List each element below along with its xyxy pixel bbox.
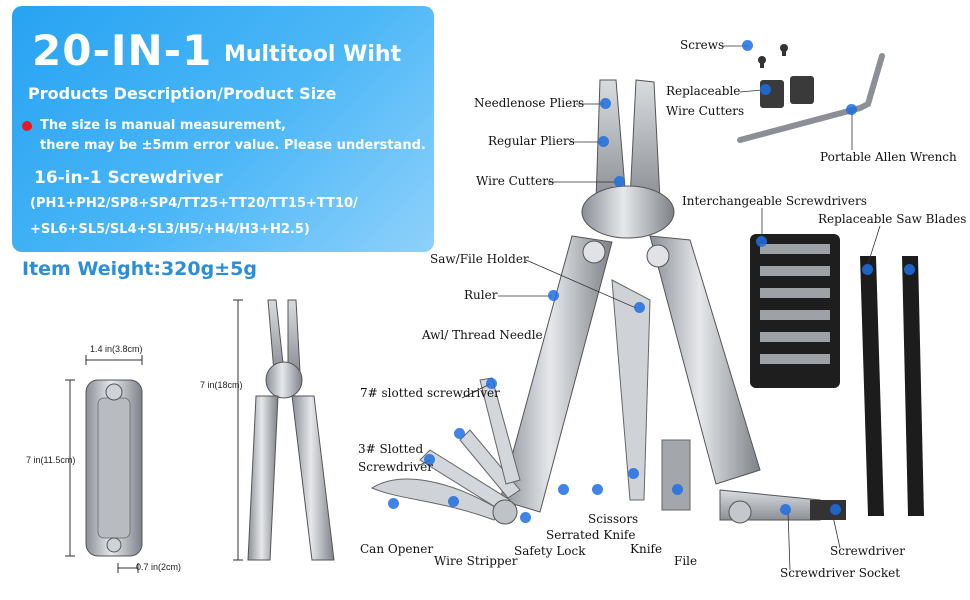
marker-ruler bbox=[548, 290, 559, 301]
marker-file bbox=[672, 484, 683, 495]
label-slotted7: 7# slotted screwdriver bbox=[360, 386, 500, 400]
label-safety-lock: Safety Lock bbox=[514, 544, 586, 558]
marker-scissors bbox=[592, 484, 603, 495]
marker-saw-2 bbox=[904, 264, 915, 275]
label-replaceable: Replaceable bbox=[666, 84, 741, 98]
folded-tool-image bbox=[85, 379, 143, 557]
label-saw-blades: Replaceable Saw Blades bbox=[818, 212, 967, 226]
marker-screwdriver bbox=[830, 504, 841, 515]
open-tool-image bbox=[247, 299, 335, 561]
label-replaceable-2: Wire Cutters bbox=[666, 104, 745, 118]
marker-needlenose bbox=[600, 98, 611, 109]
dimension-lines-folded bbox=[65, 355, 143, 573]
note-line-1: The size is manual measurement, bbox=[40, 118, 286, 133]
marker-knife bbox=[628, 468, 639, 479]
bit-holder-image bbox=[750, 234, 840, 388]
label-knife: Knife bbox=[630, 542, 663, 556]
main-multitool-image bbox=[370, 79, 846, 525]
label-saw-holder: Saw/File Holder bbox=[430, 252, 529, 266]
screwdriver-heading: 16-in-1 Screwdriver bbox=[34, 168, 223, 188]
label-screws: Screws bbox=[680, 38, 725, 52]
leader-lines bbox=[417, 45, 881, 571]
marker-allen bbox=[846, 104, 857, 115]
label-interchangeable-screwdrivers: Interchangeable Screwdrivers bbox=[682, 194, 867, 208]
label-wire-stripper: Wire Stripper bbox=[434, 554, 518, 568]
label-screwdriver-socket: Screwdriver Socket bbox=[780, 566, 901, 580]
title-main: 20-IN-1 bbox=[32, 26, 213, 75]
dim-folded-width: 1.4 in(3.8cm) bbox=[90, 344, 143, 354]
marker-saw bbox=[862, 264, 873, 275]
marker-slotted3 bbox=[424, 454, 435, 465]
marker-screws bbox=[742, 40, 753, 51]
label-screwdriver: Screwdriver bbox=[830, 544, 905, 558]
marker-awl bbox=[486, 378, 497, 389]
marker-regular-pliers bbox=[598, 136, 609, 147]
marker-serrated bbox=[558, 484, 569, 495]
label-scissors: Scissors bbox=[588, 512, 639, 526]
saw-blades-image bbox=[860, 256, 924, 516]
info-panel: 20-IN-1 Multitool Wiht Products Descript… bbox=[12, 6, 434, 252]
marker-wire-cutters bbox=[614, 176, 625, 187]
title-sub: Multitool Wiht bbox=[224, 42, 402, 67]
label-slotted3-2: Screwdriver bbox=[358, 460, 433, 474]
marker-can-opener bbox=[388, 498, 399, 509]
label-awl: Awl/ Thread Needle bbox=[422, 328, 543, 342]
label-wire-cutters: Wire Cutters bbox=[476, 174, 555, 188]
screwdriver-bits-line-2: +SL6+SL5/SL4+SL3/H5/+H4/H3+H2.5) bbox=[30, 222, 310, 237]
label-can-opener: Can Opener bbox=[360, 542, 434, 556]
item-weight: Item Weight:320g±5g bbox=[22, 258, 257, 280]
label-serrated-knife: Serrated Knife bbox=[546, 528, 636, 542]
label-ruler: Ruler bbox=[464, 288, 498, 302]
marker-socket bbox=[780, 504, 791, 515]
screws-image bbox=[758, 44, 788, 68]
dimension-line-open bbox=[233, 299, 243, 561]
dim-open-length: 7 in(18cm) bbox=[200, 380, 243, 390]
marker-wire-stripper bbox=[448, 496, 459, 507]
note-line-2: there may be ±5mm error value. Please un… bbox=[40, 138, 426, 153]
allen-wrench-image bbox=[737, 53, 885, 143]
product-description-heading: Products Description/Product Size bbox=[28, 84, 337, 103]
label-regular-pliers: Regular Pliers bbox=[488, 134, 575, 148]
marker-cutters bbox=[760, 84, 771, 95]
dim-folded-length: 7 in(11.5cm) bbox=[26, 455, 76, 465]
screwdriver-bits-line-1: (PH1+PH2/SP8+SP4/TT25+TT20/TT15+TT10/ bbox=[30, 196, 358, 211]
label-file: File bbox=[674, 554, 698, 568]
marker-screwdrivers bbox=[756, 236, 767, 247]
label-needlenose-pliers: Needlenose Pliers bbox=[474, 96, 585, 110]
dim-folded-thickness: 0.7 in(2cm) bbox=[136, 562, 182, 572]
marker-safety-lock bbox=[520, 512, 531, 523]
marker-slotted7 bbox=[454, 428, 465, 439]
bullet-dot-icon bbox=[22, 121, 32, 131]
label-slotted3: 3# Slotted bbox=[358, 442, 424, 456]
label-allen-wrench: Portable Allen Wrench bbox=[820, 150, 957, 164]
marker-saw-holder bbox=[634, 302, 645, 313]
